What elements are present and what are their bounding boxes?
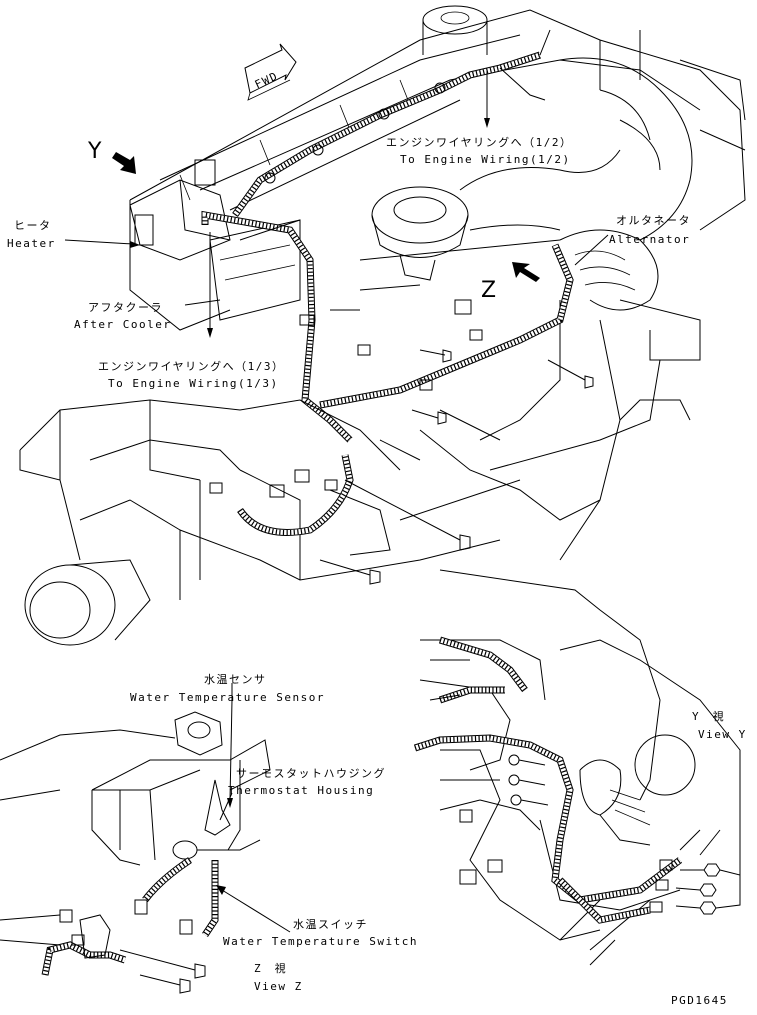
engine-main-view <box>19 5 746 646</box>
view-y-caption-en: View Y <box>698 728 747 741</box>
view-y-arrow-icon <box>112 152 136 174</box>
engine-wiring-half-jp: エンジンワイヤリングへ（1/2） <box>386 135 573 149</box>
after-cooler-jp: アフタクーラ <box>88 301 163 314</box>
after-cooler-en: After Cooler <box>74 318 171 331</box>
water-temp-switch-jp: 水温スイッチ <box>293 918 368 931</box>
view-y-marker: Y <box>87 139 136 174</box>
view-y-detail: Y 視 View Y <box>413 569 747 966</box>
thermostat-housing-en: Thermostat Housing <box>228 784 374 797</box>
view-z-caption-jp: Z 視 <box>254 961 287 975</box>
view-y-caption-jp: Y 視 <box>692 709 725 723</box>
engine-wiring-third-jp: エンジンワイヤリングへ（1/3） <box>98 359 285 373</box>
view-z-letter: Z <box>481 278 496 303</box>
view-z-caption-en: View Z <box>254 980 303 993</box>
view-z-detail: 水温センサ Water Temperature Sensor サーモスタットハウ… <box>0 673 418 994</box>
water-temp-sensor-jp: 水温センサ <box>204 673 267 686</box>
fwd-arrow: FWD <box>244 43 297 101</box>
water-temp-switch-en: Water Temperature Switch <box>223 935 418 948</box>
leader-lines <box>64 70 609 338</box>
engine-wiring-third-en: To Engine Wiring(1/3) <box>108 377 279 390</box>
water-temp-sensor-en: Water Temperature Sensor <box>130 691 325 704</box>
heater-jp: ヒータ <box>14 219 52 232</box>
alternator-jp: オルタネータ <box>616 214 691 227</box>
engine-wiring-half-en: To Engine Wiring(1/2) <box>400 153 571 166</box>
view-y-letter: Y <box>87 139 102 164</box>
fwd-label: FWD <box>253 69 281 91</box>
view-z-arrow-icon <box>512 262 540 282</box>
drawing-code: PGD1645 <box>671 994 728 1007</box>
view-z-marker: Z <box>481 262 540 303</box>
main-labels: エンジンワイヤリングへ（1/2） To Engine Wiring(1/2) オ… <box>7 135 691 390</box>
alternator-en: Alternator <box>609 233 690 246</box>
thermostat-housing-jp: サーモスタットハウジング <box>236 766 386 780</box>
heater-en: Heater <box>7 237 56 250</box>
